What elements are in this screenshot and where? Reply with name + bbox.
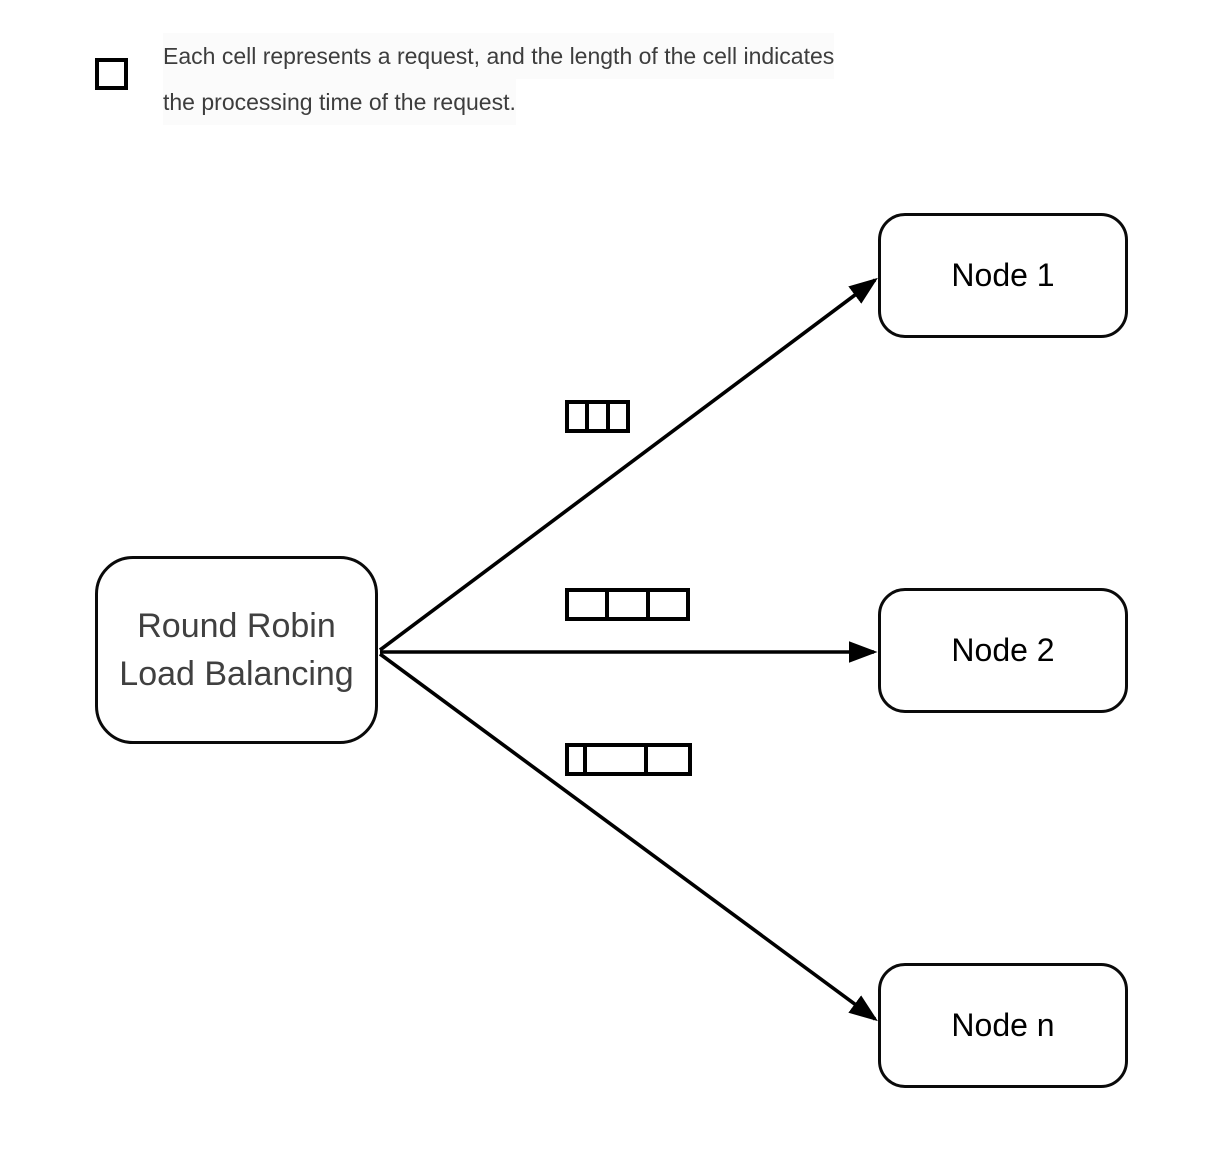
request-cell-legend-icon	[95, 58, 128, 90]
request-cell	[609, 592, 646, 617]
request-queue-node-1	[565, 400, 630, 433]
node-2-label: Node 2	[951, 632, 1055, 668]
balancer-label-line-1: Round Robin	[137, 607, 336, 645]
node-2-box: Node 2	[878, 588, 1128, 713]
request-cell	[589, 404, 606, 429]
request-cell	[569, 747, 583, 772]
balancer-label-line-2: Load Balancing	[119, 655, 354, 693]
request-cell	[648, 747, 688, 772]
request-queue-node-2	[565, 588, 690, 621]
request-cell	[610, 404, 626, 429]
legend-line-1: Each cell represents a request, and the …	[163, 33, 835, 79]
node-1-box: Node 1	[878, 213, 1128, 338]
request-cell	[650, 592, 686, 617]
arrow-to-node-n	[378, 652, 878, 1022]
load-balancer-box: Round Robin Load Balancing	[95, 556, 378, 744]
legend-line-2: the processing time of the request.	[163, 79, 516, 125]
node-n-box: Node n	[878, 963, 1128, 1088]
request-cell	[587, 747, 644, 772]
node-1-label: Node 1	[951, 257, 1055, 293]
legend-caption: Each cell represents a request, and the …	[163, 33, 835, 125]
node-n-label: Node n	[951, 1007, 1055, 1043]
request-queue-node-n	[565, 743, 692, 776]
request-cell	[569, 404, 585, 429]
request-cell	[569, 592, 605, 617]
